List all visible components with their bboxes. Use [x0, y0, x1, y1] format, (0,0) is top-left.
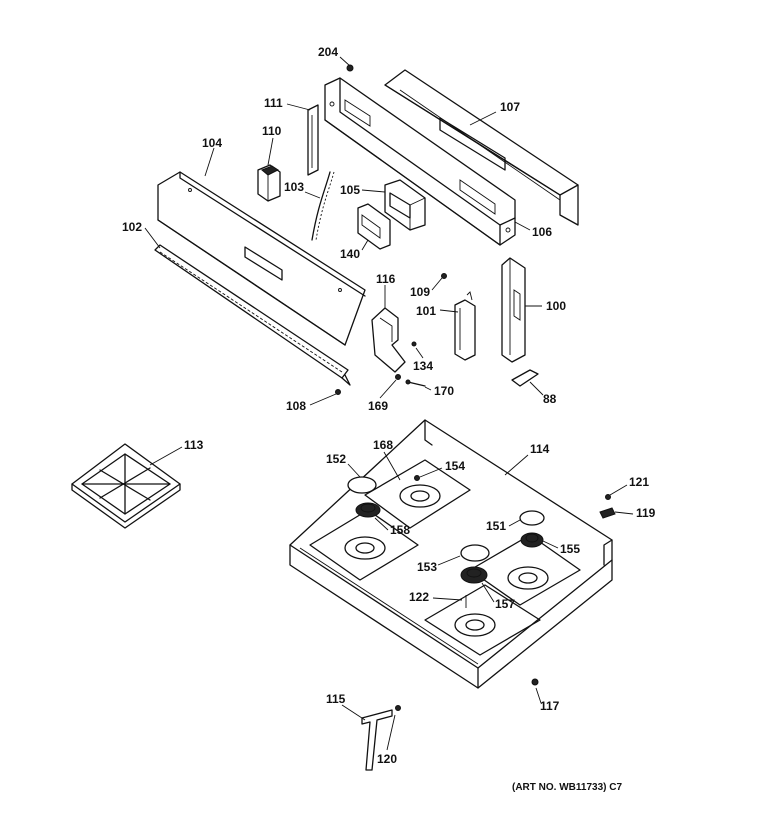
- label-106: 106: [532, 225, 552, 239]
- harness-103: [311, 171, 335, 241]
- rod-115: [361, 709, 393, 771]
- label-101: 101: [416, 304, 436, 318]
- label-157: 157: [495, 597, 515, 611]
- label-108: 108: [286, 399, 306, 413]
- label-102: 102: [122, 220, 142, 234]
- label-119: 119: [636, 506, 656, 520]
- electrode-154: [414, 475, 420, 481]
- label-117: 117: [540, 699, 560, 713]
- screw-134: [411, 341, 417, 347]
- label-113: 113: [184, 438, 204, 452]
- backsplash-frame-106: [324, 77, 516, 246]
- part-labels: 204 107 111 110 104 103 105 106 102 140 …: [122, 45, 656, 766]
- label-122: 122: [409, 590, 429, 604]
- label-116: 116: [376, 272, 396, 286]
- label-169: 169: [368, 399, 388, 413]
- end-cap-100: [501, 257, 526, 363]
- label-100: 100: [546, 299, 566, 313]
- label-120: 120: [377, 752, 397, 766]
- clip-119: [599, 507, 616, 519]
- bracket-111: [307, 104, 319, 176]
- label-110: 110: [262, 124, 282, 138]
- label-109: 109: [410, 285, 430, 299]
- label-134: 134: [413, 359, 433, 373]
- bracket-101: [454, 291, 476, 361]
- label-88: 88: [543, 392, 557, 406]
- screw-120: [395, 705, 401, 711]
- label-104: 104: [202, 136, 222, 150]
- label-155: 155: [560, 542, 580, 556]
- label-204: 204: [318, 45, 338, 59]
- backsplash-107: [384, 69, 579, 226]
- label-152: 152: [326, 452, 346, 466]
- spacer-88: [511, 369, 539, 387]
- burner-cap-152: [347, 476, 377, 494]
- switch-110: [257, 164, 281, 202]
- burner-head-156: [355, 502, 381, 518]
- art-number: (ART NO. WB11733) C7: [512, 782, 622, 793]
- leader-lines: [144, 56, 634, 751]
- burner-cap-153: [460, 544, 490, 562]
- trim-strip-102: [154, 244, 351, 386]
- screw-170: [405, 379, 426, 387]
- label-115: 115: [326, 692, 346, 706]
- label-107: 107: [500, 100, 520, 114]
- label-154: 154: [445, 459, 465, 473]
- label-158: 158: [390, 523, 410, 537]
- label-111: 111: [264, 96, 283, 110]
- overlay-140: [357, 203, 391, 250]
- burner-head-157: [460, 566, 488, 584]
- label-105: 105: [340, 183, 360, 197]
- burner-grate-113: [71, 443, 181, 529]
- control-panel-104: [157, 171, 366, 346]
- label-153: 153: [417, 560, 437, 574]
- screw-121: [605, 494, 611, 500]
- screw-117: [531, 678, 539, 686]
- side-bracket-116: [371, 307, 406, 373]
- label-168: 168: [373, 438, 393, 452]
- label-103: 103: [284, 180, 304, 194]
- label-170: 170: [434, 384, 454, 398]
- label-151: 151: [486, 519, 506, 533]
- screw-204: [346, 64, 354, 72]
- screw-109: [441, 273, 447, 279]
- clock-control-105: [384, 179, 426, 231]
- burner-cap-151: [519, 510, 545, 526]
- label-121: 121: [629, 475, 649, 489]
- screw-108: [335, 389, 341, 395]
- label-140: 140: [340, 247, 360, 261]
- screw-169: [395, 374, 401, 380]
- burner-head-155: [520, 532, 544, 548]
- label-114: 114: [530, 442, 550, 456]
